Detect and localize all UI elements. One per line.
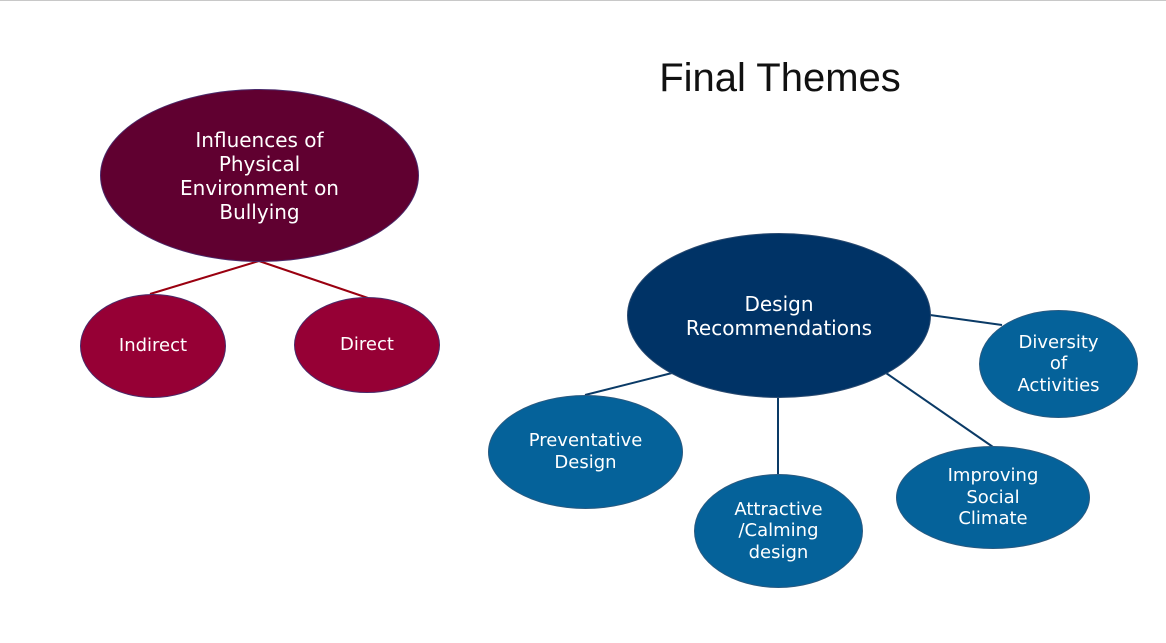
link-root-to-indirect (149, 260, 260, 295)
node-improving-label: Improving Social Climate (947, 465, 1039, 530)
node-design-recommendations-label: Design Recommendations (685, 291, 873, 340)
node-influences-root: Influences of Physical Environment on Bu… (100, 89, 419, 262)
node-influences-label: Influences of Physical Environment on Bu… (180, 127, 339, 224)
node-improving-social-climate: Improving Social Climate (896, 446, 1090, 549)
node-design-recommendations-root: Design Recommendations (627, 233, 931, 398)
node-diversity-label: Diversity of Activities (1017, 331, 1100, 396)
top-divider (0, 0, 1166, 1)
node-attractive-label: Attractive /Calming design (734, 498, 823, 563)
link-design-to-diversity (929, 314, 1003, 326)
node-attractive-calming-design: Attractive /Calming design (694, 474, 863, 588)
node-preventative-design: Preventative Design (488, 395, 683, 509)
node-direct: Direct (294, 297, 440, 393)
link-design-to-preventative (584, 372, 673, 396)
link-root-to-direct (258, 260, 369, 299)
node-diversity-of-activities: Diversity of Activities (979, 310, 1138, 418)
node-indirect: Indirect (80, 294, 226, 398)
node-direct-label: Direct (340, 334, 394, 356)
page-title: Final Themes (659, 56, 901, 100)
node-indirect-label: Indirect (118, 335, 188, 357)
link-design-to-improving (885, 372, 994, 448)
node-preventative-label: Preventative Design (528, 430, 643, 473)
